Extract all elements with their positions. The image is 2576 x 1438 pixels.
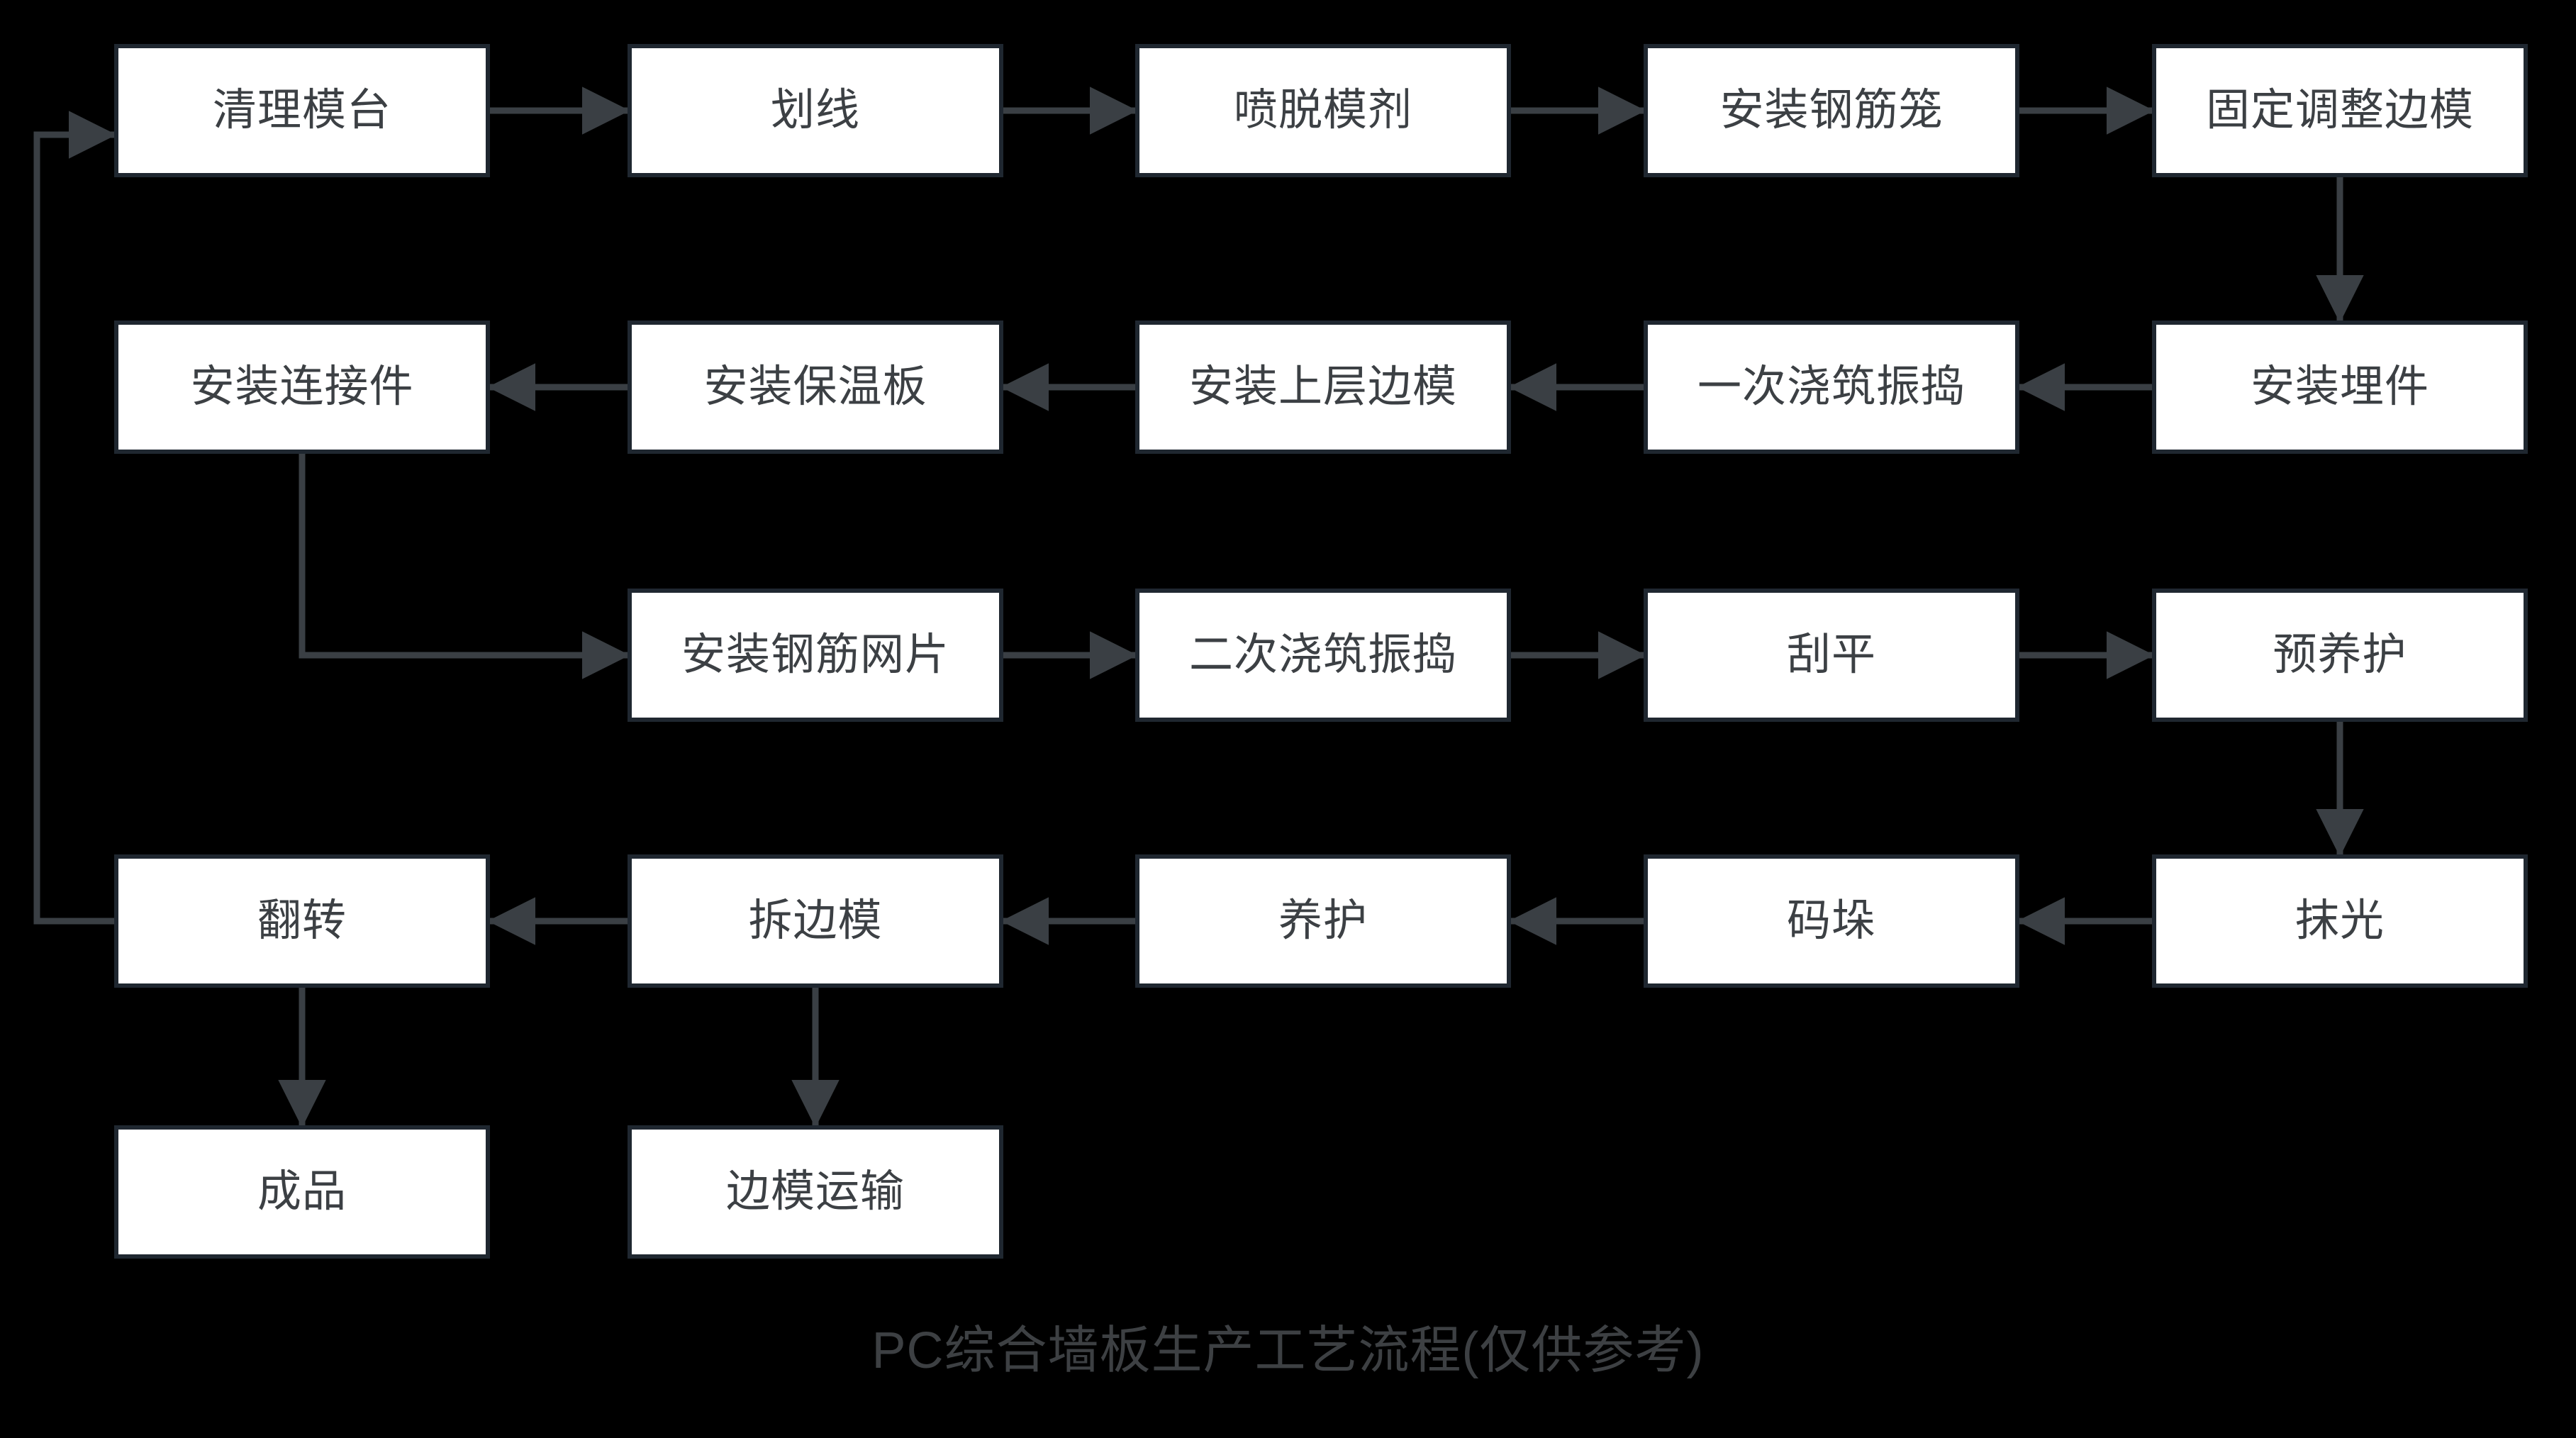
node-chai-bianmo[interactable]: 拆边模 [628,854,1003,988]
node-label: 抹光 [2295,896,2385,945]
node-pen-tuomoji[interactable]: 喷脱模剂 [1135,44,1511,177]
node-label: 安装埋件 [2250,362,2429,411]
diagram-caption: PC综合墙板生产工艺流程(仅供参考) [871,1322,1705,1379]
node-label: 划线 [770,85,860,135]
node-anzhuang-lianjiejian[interactable]: 安装连接件 [114,321,490,454]
node-label: 边模运输 [725,1166,905,1216]
node-label: 养护 [1278,896,1368,945]
node-label: 安装钢筋网片 [681,630,949,679]
node-label: 清理模台 [212,85,391,135]
edge-n6-n11 [299,454,630,679]
node-anzhuang-maijian[interactable]: 安装埋件 [2152,321,2528,454]
node-guding-tiaozheng-bianmo[interactable]: 固定调整边模 [2152,44,2528,177]
node-huaxian[interactable]: 划线 [628,44,1003,177]
node-label: 刮平 [1786,630,1876,679]
node-label: 一次浇筑振捣 [1697,362,1966,411]
node-label: 预养护 [2273,630,2407,679]
node-label: 喷脱模剂 [1233,85,1412,135]
node-label: 成品 [257,1166,347,1216]
node-label: 安装钢筋笼 [1719,85,1944,135]
node-label: 安装上层边模 [1188,362,1457,411]
node-label: 安装保温板 [703,362,927,411]
node-chengpin[interactable]: 成品 [114,1125,490,1259]
node-label: 固定调整边模 [2205,85,2474,135]
node-anzhuang-gangjinlong[interactable]: 安装钢筋笼 [1644,44,2019,177]
node-fanzhuan[interactable]: 翻转 [114,854,490,988]
node-erci-jiaozhu-zhendao[interactable]: 二次浇筑振捣 [1135,589,1511,722]
node-maduo[interactable]: 码垛 [1644,854,2019,988]
node-label: 翻转 [257,896,347,945]
node-anzhuang-baowenban[interactable]: 安装保温板 [628,321,1003,454]
node-label: 码垛 [1786,896,1876,945]
node-guaping[interactable]: 刮平 [1644,589,2019,722]
node-qingli-motai[interactable]: 清理模台 [114,44,490,177]
node-yici-jiaozhu-zhendao[interactable]: 一次浇筑振捣 [1644,321,2019,454]
node-anzhuang-gangjin-wangpian[interactable]: 安装钢筋网片 [628,589,1003,722]
node-label: 拆边模 [748,896,883,945]
edge-n15-n1 [33,111,117,925]
node-label: 二次浇筑振捣 [1188,630,1457,679]
node-yuyanghu[interactable]: 预养护 [2152,589,2528,722]
node-moguang[interactable]: 抹光 [2152,854,2528,988]
node-bianmo-yunshu[interactable]: 边模运输 [628,1125,1003,1259]
node-anzhuang-shangceng-bianmo[interactable]: 安装上层边模 [1135,321,1511,454]
node-label: 安装连接件 [190,362,414,411]
node-yanghu[interactable]: 养护 [1135,854,1511,988]
